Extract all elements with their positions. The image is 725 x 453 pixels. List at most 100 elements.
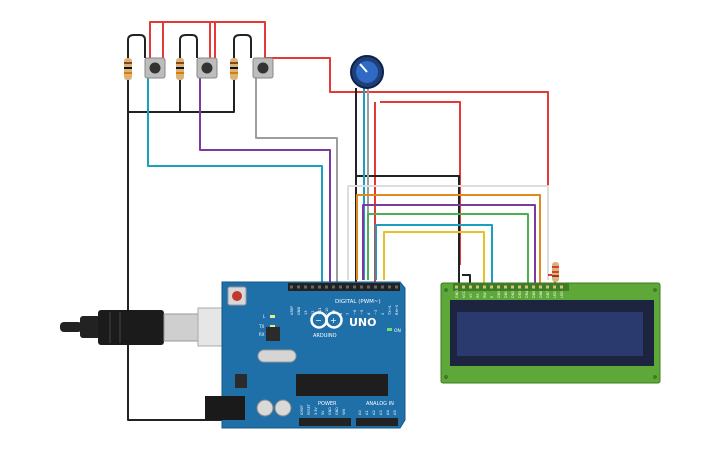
resistor-2 [176, 58, 184, 80]
digital-pin-0[interactable] [290, 285, 293, 289]
power-jack [205, 396, 245, 420]
crystal [257, 349, 297, 363]
digital-pin-label-8: 7 [346, 313, 350, 315]
lcd-pin-3[interactable] [476, 285, 479, 289]
digital-header [288, 283, 400, 291]
digital-pin-label-0: AREF [290, 306, 294, 315]
digital-pin-label-12: ~3 [374, 310, 378, 315]
resistor-1 [124, 58, 132, 80]
digital-pin-label-13: 2 [381, 313, 385, 315]
digital-pin-label-14: TX→1 [388, 305, 392, 316]
microcontroller [296, 374, 388, 396]
wire-orange-lcd [356, 194, 541, 283]
lcd-pin-1[interactable] [462, 285, 465, 289]
wire-green-lcd [367, 213, 529, 283]
power-header [299, 418, 351, 426]
wire-purple-lcd [362, 204, 536, 283]
usb-cable [60, 307, 241, 347]
lcd-pin-label-4: RW [483, 292, 487, 298]
digital-pin-label-9: ~6 [353, 309, 357, 315]
analog-pin-label-2: A2 [372, 410, 376, 415]
arduino-logo: − + [310, 311, 343, 329]
lcd-pin-13[interactable] [546, 285, 549, 289]
digital-pin-12[interactable] [374, 285, 377, 289]
power-pin-label-0: IOREF [300, 405, 304, 415]
l-led [270, 315, 275, 318]
digital-pin-label-4: ~11 [318, 307, 322, 315]
lcd-pin-label-14: LED [553, 291, 557, 298]
lcd-pin-label-15: LED [560, 291, 564, 298]
lcd-pin-label-9: DB3 [518, 291, 522, 298]
power-pin-label-6: VIN [342, 409, 346, 415]
capacitor-2 [274, 399, 292, 417]
lcd-pin-11[interactable] [532, 285, 535, 289]
lcd-pin-10[interactable] [525, 285, 528, 289]
analog-pin-label-5: A5 [393, 410, 397, 415]
digital-pin-14[interactable] [388, 285, 391, 289]
wire-black-lcd-rw [462, 274, 471, 283]
svg-text:−: − [315, 316, 322, 325]
potentiometer[interactable] [350, 55, 384, 89]
digital-pin-13[interactable] [381, 285, 384, 289]
lcd-pin-7[interactable] [504, 285, 507, 289]
lcd-pin-2[interactable] [469, 285, 472, 289]
lcd-pin-6[interactable] [497, 285, 500, 289]
digital-pin-label-3: 12 [311, 310, 315, 315]
wire-purple-button2 [199, 75, 331, 290]
digital-pin-label-5: ~10 [325, 307, 329, 315]
lcd-pin-15[interactable] [560, 285, 563, 289]
digital-pin-11[interactable] [367, 285, 370, 289]
lcd-pin-8[interactable] [511, 285, 514, 289]
lcd-pin-label-3: RS [476, 293, 480, 298]
button-2[interactable] [196, 57, 218, 79]
power-pin-label-5: GND [335, 407, 339, 415]
on-led-label: ON [394, 328, 401, 334]
analog-header-label: ANALOG IN [366, 401, 394, 407]
logo-label: ARDUINO [313, 333, 337, 339]
lcd-pin-label-6: DB0 [497, 291, 501, 298]
button-3[interactable] [252, 57, 274, 79]
tx-label: TX [258, 324, 264, 329]
tx-led [270, 325, 275, 328]
digital-pin-6[interactable] [332, 285, 335, 289]
svg-text:+: + [330, 316, 337, 325]
wire-yellow-lcd [383, 231, 485, 283]
digital-pin-7[interactable] [339, 285, 342, 289]
lcd-screen [457, 312, 643, 356]
digital-pin-2[interactable] [304, 285, 307, 289]
digital-pin-10[interactable] [360, 285, 363, 289]
lcd-pin-5[interactable] [490, 285, 493, 289]
digital-pin-8[interactable] [346, 285, 349, 289]
lcd-pin-14[interactable] [553, 285, 556, 289]
digital-pin-9[interactable] [353, 285, 356, 289]
lcd-pin-label-12: DB6 [539, 291, 543, 298]
power-pin-label-2: 3.3V [314, 407, 318, 415]
power-pin-label-4: GND [328, 407, 332, 415]
digital-pin-1[interactable] [297, 285, 300, 289]
button-1[interactable] [144, 57, 166, 79]
lcd-pin-12[interactable] [539, 285, 542, 289]
wire-blue-button1 [147, 75, 323, 290]
digital-pin-15[interactable] [395, 285, 398, 289]
usb-chip [266, 327, 280, 341]
resistor-3 [230, 58, 238, 80]
digital-pin-3[interactable] [311, 285, 314, 289]
lcd-pin-label-2: V0 [469, 294, 473, 298]
digital-pin-label-11: 4 [367, 312, 371, 315]
digital-pin-4[interactable] [318, 285, 321, 289]
wire-red-rail [149, 21, 549, 265]
lcd-pin-label-10: DB4 [525, 291, 529, 298]
digital-pin-5[interactable] [325, 285, 328, 289]
wire-black-pot [355, 88, 460, 283]
lcd-pin-9[interactable] [518, 285, 521, 289]
on-led [387, 328, 392, 331]
lcd-pin-label-0: GND [455, 290, 459, 298]
lcd-pin-0[interactable] [455, 285, 458, 289]
lcd-pin-4[interactable] [483, 285, 486, 289]
digital-pin-label-10: ~5 [360, 310, 364, 315]
analog-header [356, 418, 398, 426]
wire-gray-button3 [255, 75, 338, 290]
analog-pin-label-3: A3 [379, 410, 383, 415]
